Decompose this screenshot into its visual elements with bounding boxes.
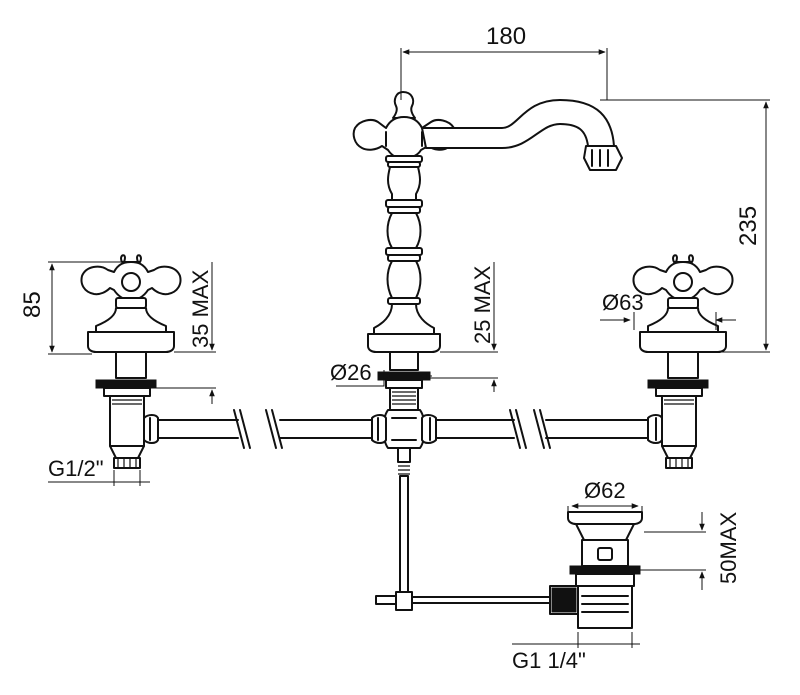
dim-label-g1-2: G1/2" <box>48 456 104 481</box>
left-handle-assembly <box>80 254 182 469</box>
dim-label-25-max: 25 MAX <box>470 265 495 344</box>
drain-assembly <box>549 511 643 629</box>
dim-label-85: 85 <box>19 291 46 318</box>
dim-label-235: 235 <box>735 206 762 246</box>
dim-label-diameter-26: Ø26 <box>330 360 372 385</box>
dim-label-35-max: 35 MAX <box>188 269 213 348</box>
dim-label-diameter-63: Ø63 <box>602 290 644 315</box>
dim-label-50max: 50MAX <box>716 512 741 584</box>
dim-label-180: 180 <box>486 23 526 50</box>
dimension-lines <box>48 48 770 648</box>
spout-assembly <box>352 91 623 611</box>
connecting-pipes <box>157 409 649 449</box>
dim-label-g1-1-4: G1 1/4" <box>512 648 586 673</box>
right-handle-assembly <box>632 254 734 469</box>
dim-label-diameter-62: Ø62 <box>584 478 626 503</box>
